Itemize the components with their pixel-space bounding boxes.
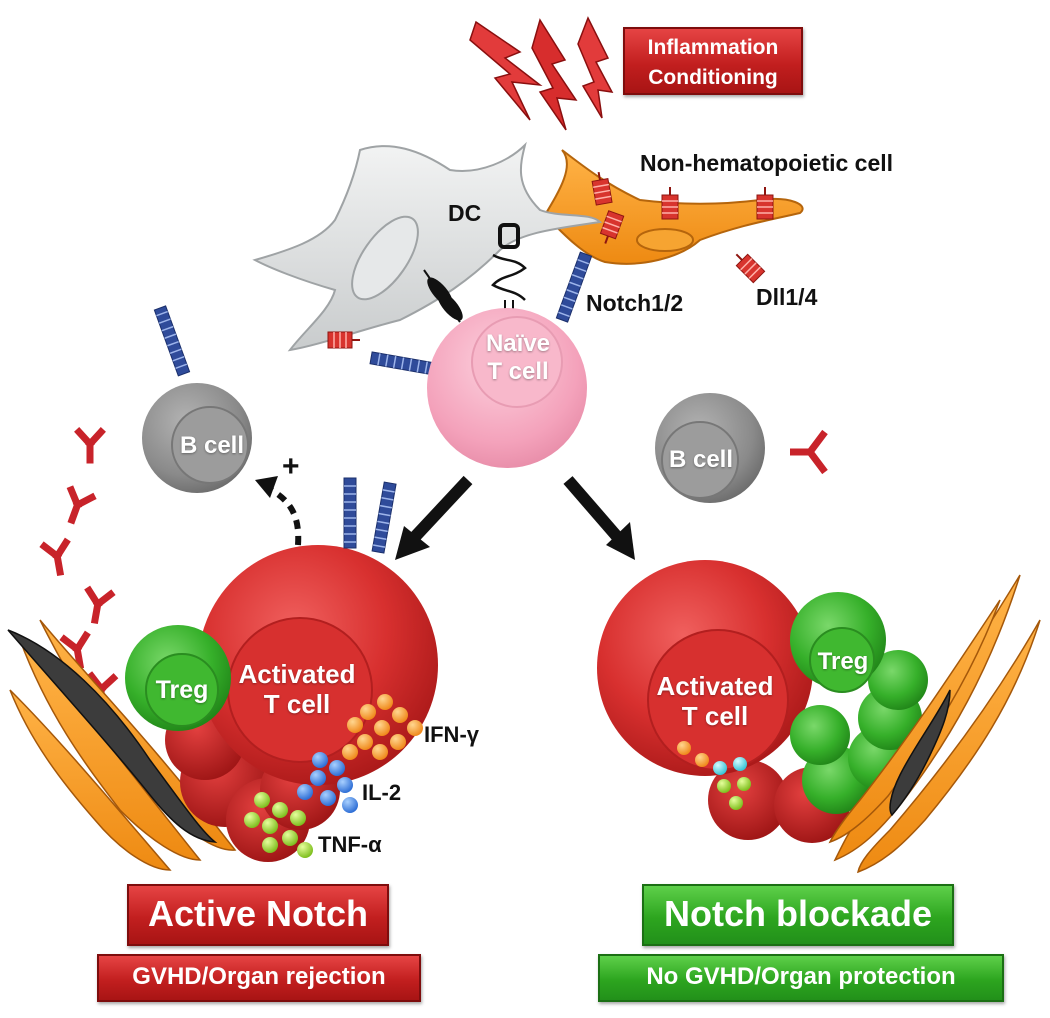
activated-left-line1: Activated <box>238 659 356 689</box>
banner-line-1: Inflammation <box>647 36 779 59</box>
cytokine-dots-right <box>677 741 751 810</box>
active-notch-subtitle: GVHD/Organ rejection <box>97 954 421 1002</box>
treg-right-label: Treg <box>817 648 869 675</box>
arrow-to-active <box>395 475 473 560</box>
plus-sign: + <box>282 450 300 483</box>
notch-receptor-label: Notch1/2 <box>586 290 684 316</box>
dashed-arrow-b-cell <box>255 476 302 546</box>
treg-right <box>790 592 928 814</box>
non-hematopoietic-cell <box>543 149 804 284</box>
inflammation-conditioning-banner: Inflammation Conditioning <box>623 27 803 95</box>
arrow-to-blockade <box>563 476 635 560</box>
tissue-right <box>828 574 1041 874</box>
ligand-label: Dll1/4 <box>756 284 818 310</box>
b-cell-right <box>655 393 828 503</box>
naive-t-line2: T cell <box>487 357 549 385</box>
notch-blockade-subtitle: No GVHD/Organ protection <box>598 954 1004 1002</box>
activated-left-line2: T cell <box>263 688 331 719</box>
tnf-alpha-dots <box>244 792 313 858</box>
tnf-alpha-label: TNF-α <box>318 832 382 857</box>
activated-t-cell-left-label: Activated T cell <box>232 659 362 720</box>
il-2-dots <box>297 752 358 813</box>
dendritic-cell <box>252 141 603 352</box>
dc-label: DC <box>448 200 482 226</box>
active-notch-title: Active Notch <box>127 884 389 946</box>
treg-left <box>125 625 231 731</box>
ifn-gamma-label: IFN-γ <box>424 722 479 747</box>
naive-t-cell-label: Naïve T cell <box>470 330 566 385</box>
ifn-gamma-dots <box>342 694 423 760</box>
activated-t-cell-right-label: Activated T cell <box>650 671 780 732</box>
b-cell-right-label: B cell <box>668 446 734 473</box>
naive-t-cell <box>427 308 587 468</box>
b-cell-left <box>142 305 252 493</box>
activated-right-line1: Activated <box>656 671 774 701</box>
b-cell-left-label: B cell <box>179 432 245 459</box>
costimulatory-molecules <box>423 223 527 323</box>
activated-right-line2: T cell <box>681 700 749 731</box>
banner-line-2: Conditioning <box>648 66 778 89</box>
notch-blockade-title: Notch blockade <box>642 884 954 946</box>
il-2-label: IL-2 <box>362 780 402 805</box>
lightning-bolts-icon <box>469 16 614 131</box>
treg-left-label: Treg <box>155 676 209 704</box>
naive-t-line1: Naïve <box>485 330 551 357</box>
non-hematopoietic-label: Non-hematopoietic cell <box>640 150 894 176</box>
